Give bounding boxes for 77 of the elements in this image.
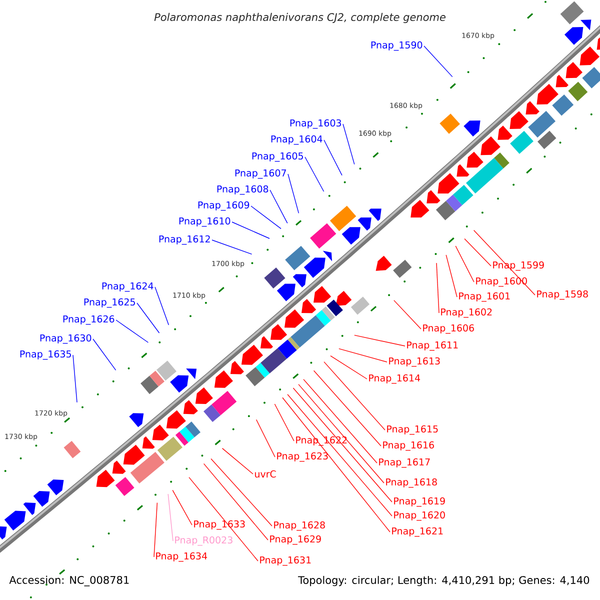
gene-label: Pnap_1601 [459,292,510,302]
leader-line [210,458,272,526]
gene-label: Pnap_1616 [383,441,434,451]
gene-label: Pnap_1611 [407,341,458,351]
leader-line [203,463,268,540]
gene-label: Pnap_1631 [260,556,311,566]
leader-line [256,419,276,458]
gene-label: Pnap_1602 [441,308,492,318]
gene-label: Pnap_1590 [371,41,422,51]
gene-label: Pnap_1612 [159,235,210,245]
leader-line [154,502,158,558]
leader-line [464,238,492,266]
leader-line [446,254,458,298]
gene-label: Pnap_1620 [394,511,445,521]
gene-label: Pnap_1634 [156,552,208,562]
leader-line [172,490,192,526]
leader-line [324,140,342,176]
leader-line [212,240,252,255]
leader-line [330,355,368,380]
gene-label: Pnap_1605 [252,152,303,162]
gene-label: Pnap_1610 [179,217,230,227]
gene-label: Pnap_1615 [387,425,438,435]
leader-line [287,394,392,516]
leader-line [303,378,378,464]
leader-line [232,222,270,239]
leader-line [324,361,386,430]
leader-line [394,300,422,330]
gene-label: Pnap_1629 [270,535,321,545]
leader-line [188,476,258,562]
gene-label: Pnap_1606 [423,324,474,334]
gene-label: Pnap_1604 [271,135,322,145]
leader-line [250,206,282,230]
leader-line [168,494,174,542]
leader-line [436,262,440,314]
leader-line [354,334,406,346]
gene-label: Pnap_R0023 [175,536,232,546]
gene-label: Pnap_1613 [389,357,440,367]
footer-text: Accession: NC_008781 [9,576,129,586]
leader-line [288,174,300,214]
gene-label: Pnap_1618 [386,478,437,488]
leader-line [338,348,388,362]
gene-label: Pnap_1609 [198,201,250,211]
gene-label: Pnap_1635 [20,350,71,360]
leader-line [304,156,324,192]
leader-line [92,338,116,371]
gene-label: Pnap_1598 [537,290,588,300]
gene-label: Pnap_1603 [290,119,342,129]
leader-line [282,397,390,532]
leader-line [222,448,254,474]
leader-line [424,46,453,78]
leader-line [274,404,294,442]
gene-label: Pnap_1625 [84,298,135,308]
leader-line [154,286,170,326]
gene-label: Pnap_1628 [274,521,325,531]
gene-label: Pnap_1630 [40,334,92,344]
gene-label: Pnap_1617 [379,458,430,468]
leader-line [455,246,474,282]
gene-label: Pnap_1624 [102,282,154,292]
leader-line [292,388,392,502]
title: Polaromonas naphthalenivorans CJ2, complete genome [154,12,446,24]
footer-text: Topology: circular; Length: 4,410,291 bp; Genes: 4,140 [298,576,590,586]
gene-label: Pnap_1621 [392,527,443,537]
leader-line [342,124,355,165]
leader-line [136,302,160,334]
gene-label: Pnap_1623 [277,452,328,462]
gene-label: Pnap_1614 [369,374,420,384]
leader-line [298,384,384,484]
gene-label: uvrC [255,470,276,478]
leader-line [270,190,288,224]
leader-line [116,320,149,343]
leader-line [313,370,382,446]
gene-label: Pnap_1608 [217,185,268,195]
gene-label: Pnap_1626 [63,315,114,325]
gene-label: Pnap_1607 [235,169,286,179]
gene-label: Pnap_1619 [394,497,445,507]
leader-line [72,354,78,403]
leader-line [473,230,536,296]
